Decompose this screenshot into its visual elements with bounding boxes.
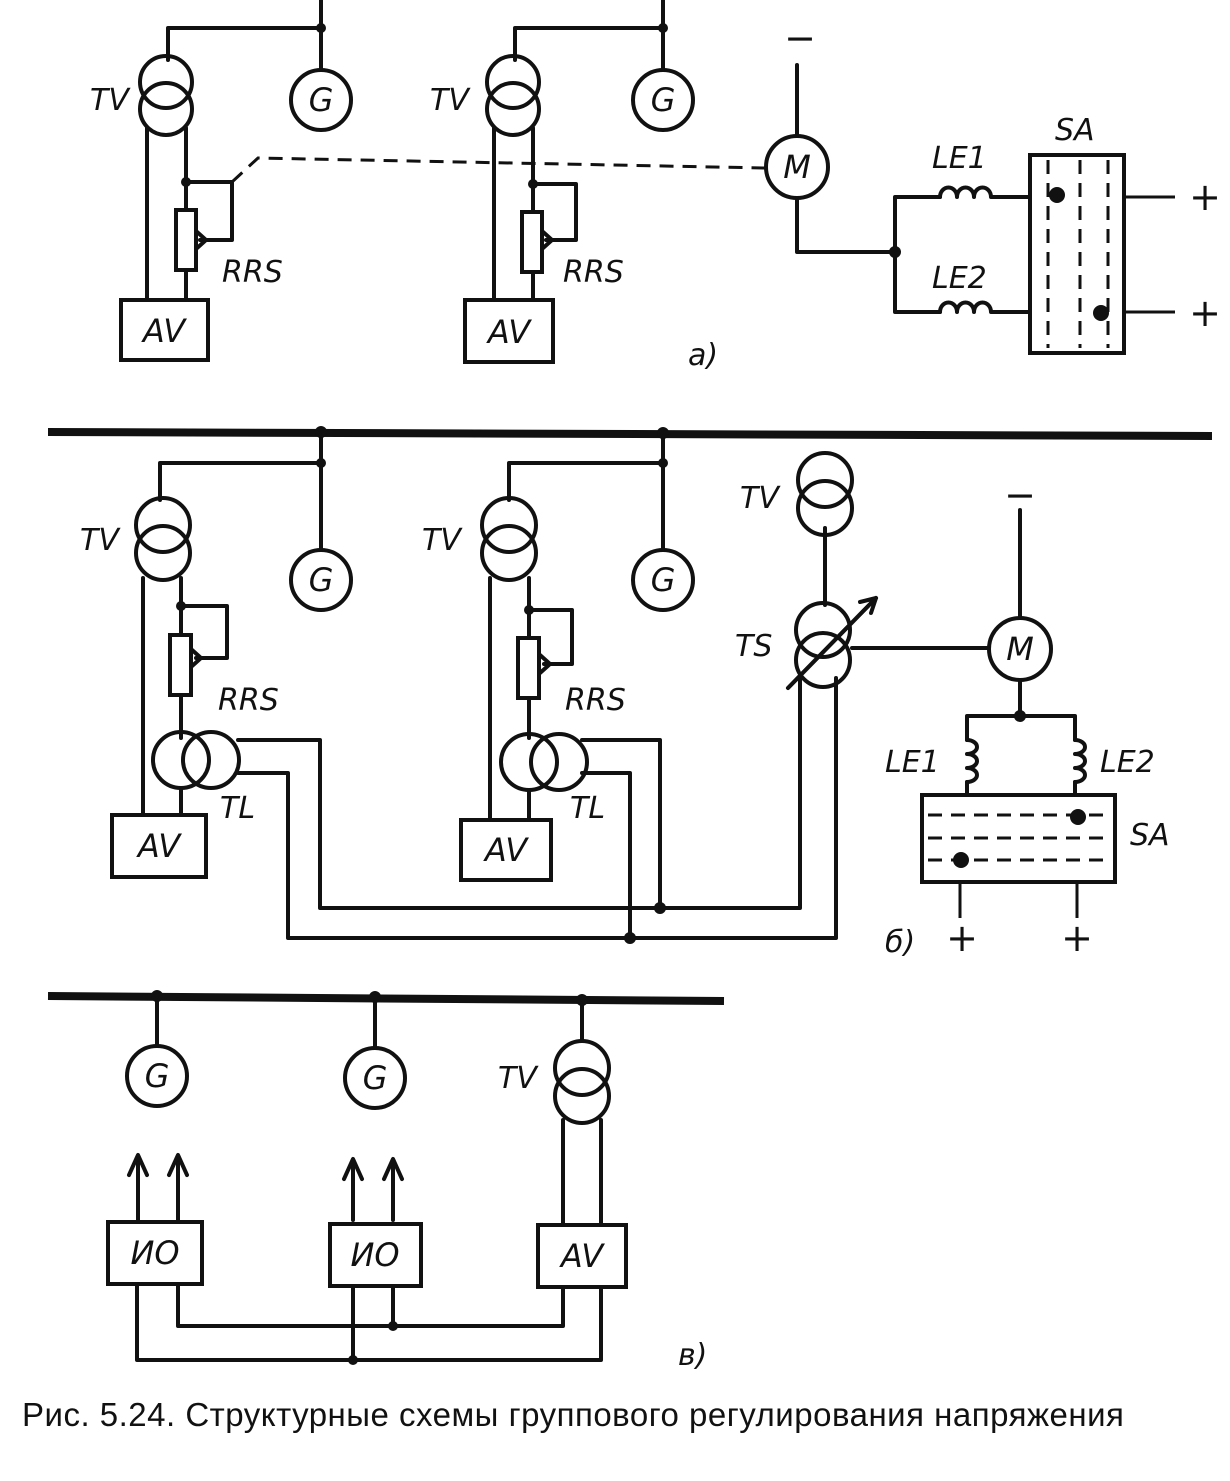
sa-switch-b [920,793,1117,884]
av-block-a2 [463,298,555,364]
generator-b1 [289,548,353,612]
sa-label-b: SA [1130,818,1170,853]
tl-transformer-b1 [151,730,241,790]
generator-label-b2: G [651,561,676,599]
generator-label-a1: G [309,81,334,119]
rrs-resistor-a1 [174,208,198,272]
tv-label-a2: TV [430,83,471,118]
io-block-c2 [328,1222,423,1288]
sa-switch-a [1028,153,1126,355]
av-label-a1: AV [141,312,187,350]
generator-a1 [289,68,353,132]
plus-label-b2: + [1061,916,1093,960]
le2-label-b: LE2 [1100,745,1155,780]
rrs-resistor-a2 [520,210,544,274]
plus-label-a1: + [1189,175,1221,219]
av-block-b2 [459,818,553,882]
tv-label-b3: TV [740,481,781,516]
generator-label-a2: G [651,81,676,119]
busbar-c [47,992,725,1005]
minus-label-b: − [1004,473,1036,517]
panel-tag-a: а) [688,338,718,373]
av-block-a1 [119,298,210,362]
motor-a [764,134,830,200]
io-label-c1: ИО [130,1234,179,1272]
tv-transformer-b1 [134,496,192,582]
av-label-c: AV [559,1237,605,1275]
le2-label-a: LE2 [932,261,987,296]
ts-label-b: TS [735,629,772,664]
tv-label-c: TV [498,1061,539,1096]
tv-transformer-a1 [138,54,194,137]
tv-transformer-c [553,1039,611,1125]
ts-transformer-b [794,601,852,689]
tl-label-b1: TL [220,791,255,826]
panel-b: TV TV TV TS G G M RRS RRS TL TL AV AV LE… [47,426,1213,960]
tv-transformer-a2 [485,54,541,137]
rrs-resistor-b1 [168,633,193,697]
av-block-b1 [110,813,208,879]
rrs-resistor-b2 [516,636,541,700]
rrs-label-b1: RRS [218,683,279,718]
tv-transformer-b2 [480,496,538,582]
io-block-c1 [106,1220,204,1286]
motor-label-b: M [1006,630,1034,668]
generator-c2 [343,1046,407,1110]
rrs-label-b2: RRS [565,683,626,718]
busbar-b [47,428,1213,440]
tl-label-b2: TL [570,791,605,826]
figure-caption: Рис. 5.24. Структурные схемы группового … [22,1396,1125,1433]
tv-transformer-b3 [796,451,854,537]
av-block-c [536,1223,628,1289]
panel-a: TV TV G G M RRS RRS AV AV LE1 LE2 SA − +… [90,0,1221,373]
le1-label-a: LE1 [932,141,987,176]
motor-label-a: M [783,148,811,186]
panel-tag-c: в) [678,1338,707,1373]
generator-c1 [125,1044,189,1108]
plus-label-a2: + [1189,291,1221,335]
generator-label-c1: G [145,1057,170,1095]
panel-c: TV G G ИО ИО AV в) [47,990,725,1373]
tv-label-b2: TV [422,523,463,558]
rrs-label-a2: RRS [563,255,624,290]
generator-a2 [631,68,695,132]
tv-label-b1: TV [80,523,121,558]
av-label-a2: AV [486,313,532,351]
generator-label-b1: G [309,561,334,599]
generator-b2 [631,548,695,612]
av-label-b2: AV [483,831,529,869]
minus-label-a: − [784,16,816,60]
rrs-label-a1: RRS [222,255,283,290]
tl-transformer-b2 [499,732,589,792]
le1-label-b: LE1 [885,745,940,780]
motor-b [987,616,1053,682]
av-label-b1: AV [136,827,182,865]
generator-label-c2: G [363,1059,388,1097]
panel-tag-b: б) [885,925,915,960]
io-label-c2: ИО [350,1236,399,1274]
tv-label-a1: TV [90,83,131,118]
sa-label-a: SA [1055,113,1095,148]
plus-label-b1: + [946,916,978,960]
